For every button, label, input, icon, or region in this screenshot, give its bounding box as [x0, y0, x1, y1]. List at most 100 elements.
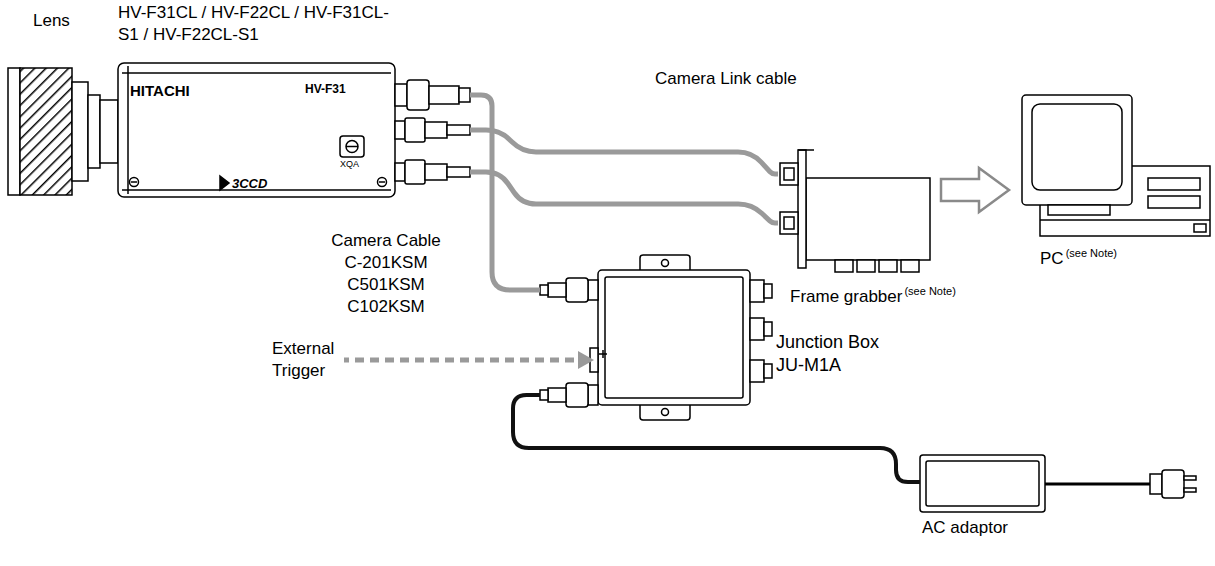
signal-label: External Trigger	[272, 338, 344, 382]
note-superscript: (see Note)	[1066, 246, 1117, 260]
camera-cable	[470, 95, 540, 290]
junction-box-drawing	[540, 255, 772, 420]
frame-grabber-node: Frame grabber(see Note)	[778, 150, 935, 280]
data-flow-arrow	[941, 168, 1009, 212]
camera-link-cable	[470, 130, 778, 174]
camera-connectors-part	[429, 86, 459, 104]
camera-body-part	[122, 72, 391, 74]
pc-drawing-part	[1032, 104, 1122, 190]
pc-drawing	[1022, 95, 1210, 236]
junction-box-drawing-part	[750, 280, 764, 302]
frame-grabber-card-part	[857, 260, 875, 272]
camera-body-part	[378, 178, 387, 187]
frame-grabber-card-part	[901, 260, 919, 272]
trigger-arrow-part	[578, 351, 594, 369]
junction-box-node: Junction Box JU-M1A	[540, 255, 772, 420]
camera-body-part	[340, 136, 364, 157]
trigger-arrow-part	[340, 358, 578, 363]
camera-body-part	[346, 146, 358, 148]
frame-grabber-card-part	[784, 217, 794, 229]
frame-grabber-card-part	[784, 168, 794, 180]
pc-drawing-part	[1194, 224, 1206, 232]
note-superscript: (see Note)	[904, 284, 955, 298]
camera-body-part	[346, 141, 358, 153]
device-label: Junction Box JU-M1A	[776, 331, 896, 378]
frame-grabber-card-part	[879, 260, 897, 272]
pc-drawing-part	[1148, 196, 1200, 208]
camera-body-part	[127, 66, 129, 194]
ac-adaptor-drawing-part	[1150, 474, 1162, 494]
device-marking: 3CCD	[232, 176, 267, 193]
frame-grabber-card-part	[780, 163, 798, 185]
camera-body-part	[130, 178, 139, 187]
device-marking: XQA	[340, 159, 359, 171]
junction-box-drawing-part	[588, 385, 598, 405]
device-label: PC	[1040, 248, 1064, 270]
camera-connectors-part	[447, 167, 470, 177]
junction-box-drawing-part	[764, 364, 772, 378]
junction-box-drawing-part	[598, 270, 750, 405]
junction-box-drawing-part	[548, 388, 566, 402]
frame-grabber-card-part	[835, 260, 853, 272]
device-marking: HITACHI	[130, 81, 190, 101]
lens-drawing-part	[72, 82, 88, 181]
ac-adaptor-drawing-part	[1162, 470, 1184, 498]
junction-box-drawing-part	[548, 283, 566, 297]
camera-body-part	[131, 181, 137, 183]
junction-box-drawing-part	[566, 383, 588, 407]
camera-body-part	[379, 181, 385, 183]
ac-adaptor-drawing-part	[1045, 483, 1150, 486]
camera-body-part	[220, 176, 229, 190]
device-marking: HV-F31	[305, 82, 346, 98]
lens-drawing-part	[20, 68, 72, 195]
pc-node: PC(see Note)	[1015, 92, 1212, 240]
frame-grabber-card	[780, 150, 930, 272]
frame-grabber-card-part	[798, 149, 814, 151]
ac-adaptor-node: AC adaptor	[920, 455, 1045, 512]
junction-box-drawing-part	[566, 278, 588, 302]
camera-connectors	[395, 80, 470, 184]
camera-connectors-part	[447, 125, 470, 135]
lens-drawing	[8, 68, 118, 195]
device-label: Lens	[33, 10, 70, 32]
camera-connectors-part	[407, 80, 429, 110]
junction-box-drawing-part	[764, 284, 772, 298]
camera-body	[118, 63, 395, 197]
lens-drawing-part	[88, 95, 100, 168]
power-cord	[513, 395, 920, 482]
junction-box-drawing-part	[764, 322, 772, 336]
device-label: HV-F31CL / HV-F22CL / HV-F31CL-S1 / HV-F…	[118, 2, 403, 46]
ac-adaptor-drawing	[920, 455, 1196, 512]
camera-connectors-part	[425, 122, 447, 138]
junction-box-drawing-part	[540, 285, 548, 295]
frame-grabber-card-part	[806, 178, 930, 260]
camera-connectors-part	[395, 163, 405, 181]
lens-node: Lens	[5, 66, 118, 197]
junction-box-drawing-part	[605, 277, 743, 398]
camera-body-part	[118, 63, 395, 197]
camera-connectors-part	[405, 118, 425, 142]
junction-box-drawing-part	[599, 353, 607, 355]
camera-node: HV-F31CL / HV-F22CL / HV-F31CL-S1 / HV-F…	[118, 63, 470, 197]
junction-box-drawing-part	[588, 280, 598, 300]
junction-box-drawing-part	[750, 360, 764, 382]
junction-box-drawing-part	[750, 318, 764, 340]
device-label: Frame grabber	[790, 286, 902, 308]
cable-label: Camera Cable C-201KSM C501KSM C102KSM	[322, 230, 450, 318]
junction-box-drawing-part	[540, 390, 548, 400]
camera-connectors-part	[405, 160, 425, 184]
camera-connectors-part	[395, 84, 407, 106]
pc-drawing-part	[1040, 219, 1210, 221]
trigger-arrow	[340, 351, 594, 369]
device-label: AC adaptor	[922, 517, 1008, 539]
pc-drawing-part	[1048, 205, 1110, 215]
frame-grabber-card-part	[780, 212, 798, 234]
camera-connectors-part	[459, 88, 470, 102]
junction-box-drawing-part	[662, 260, 669, 267]
ac-adaptor-drawing-part	[926, 461, 1039, 506]
pc-drawing-part	[1022, 95, 1132, 205]
lens-drawing-part	[8, 68, 20, 195]
ac-adaptor-drawing-part	[1184, 488, 1196, 492]
camera-connectors-part	[425, 164, 447, 180]
